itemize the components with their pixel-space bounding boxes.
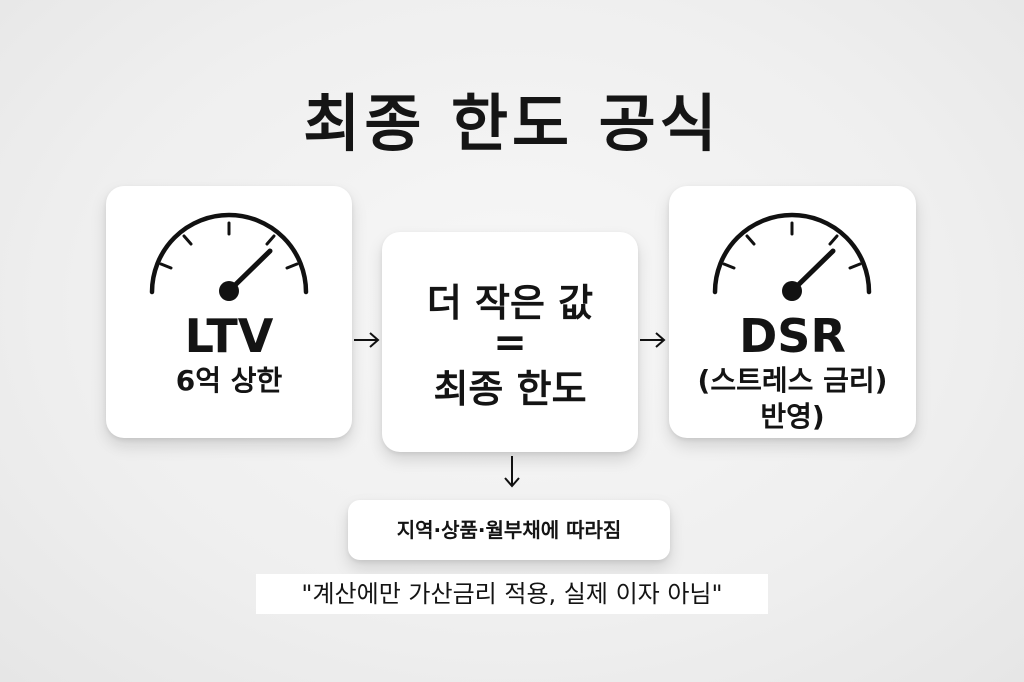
ltv-label: LTV (184, 309, 274, 363)
ltv-card: LTV 6억 상한 (106, 186, 352, 438)
dsr-label: DSR (739, 309, 846, 363)
dsr-card: DSR (스트레스 금리) 반영) (669, 186, 916, 438)
condition-note-text: 지역·상품·월부채에 따라짐 (396, 518, 622, 542)
dsr-sublabel: (스트레스 금리) 반영) (697, 364, 888, 433)
arrow-down-icon (504, 456, 520, 488)
min-value-card: 더 작은 값 = 최종 한도 (382, 232, 638, 452)
disclaimer-quote: "계산에만 가산금리 적용, 실제 이자 아님" (256, 574, 768, 614)
ltv-sublabel: 6억 상한 (175, 364, 283, 397)
arrow-right-icon (354, 332, 380, 348)
final-limit-text: 최종 한도 (433, 367, 587, 411)
diagram-title: 최종 한도 공식 (303, 87, 721, 160)
equals-sign: = (493, 320, 527, 366)
gauge-icon (149, 212, 309, 301)
condition-note-card: 지역·상품·월부채에 따라짐 (348, 500, 670, 560)
smaller-value-text: 더 작은 값 (426, 281, 594, 325)
arrow-right-icon (640, 332, 666, 348)
gauge-icon (712, 212, 872, 301)
